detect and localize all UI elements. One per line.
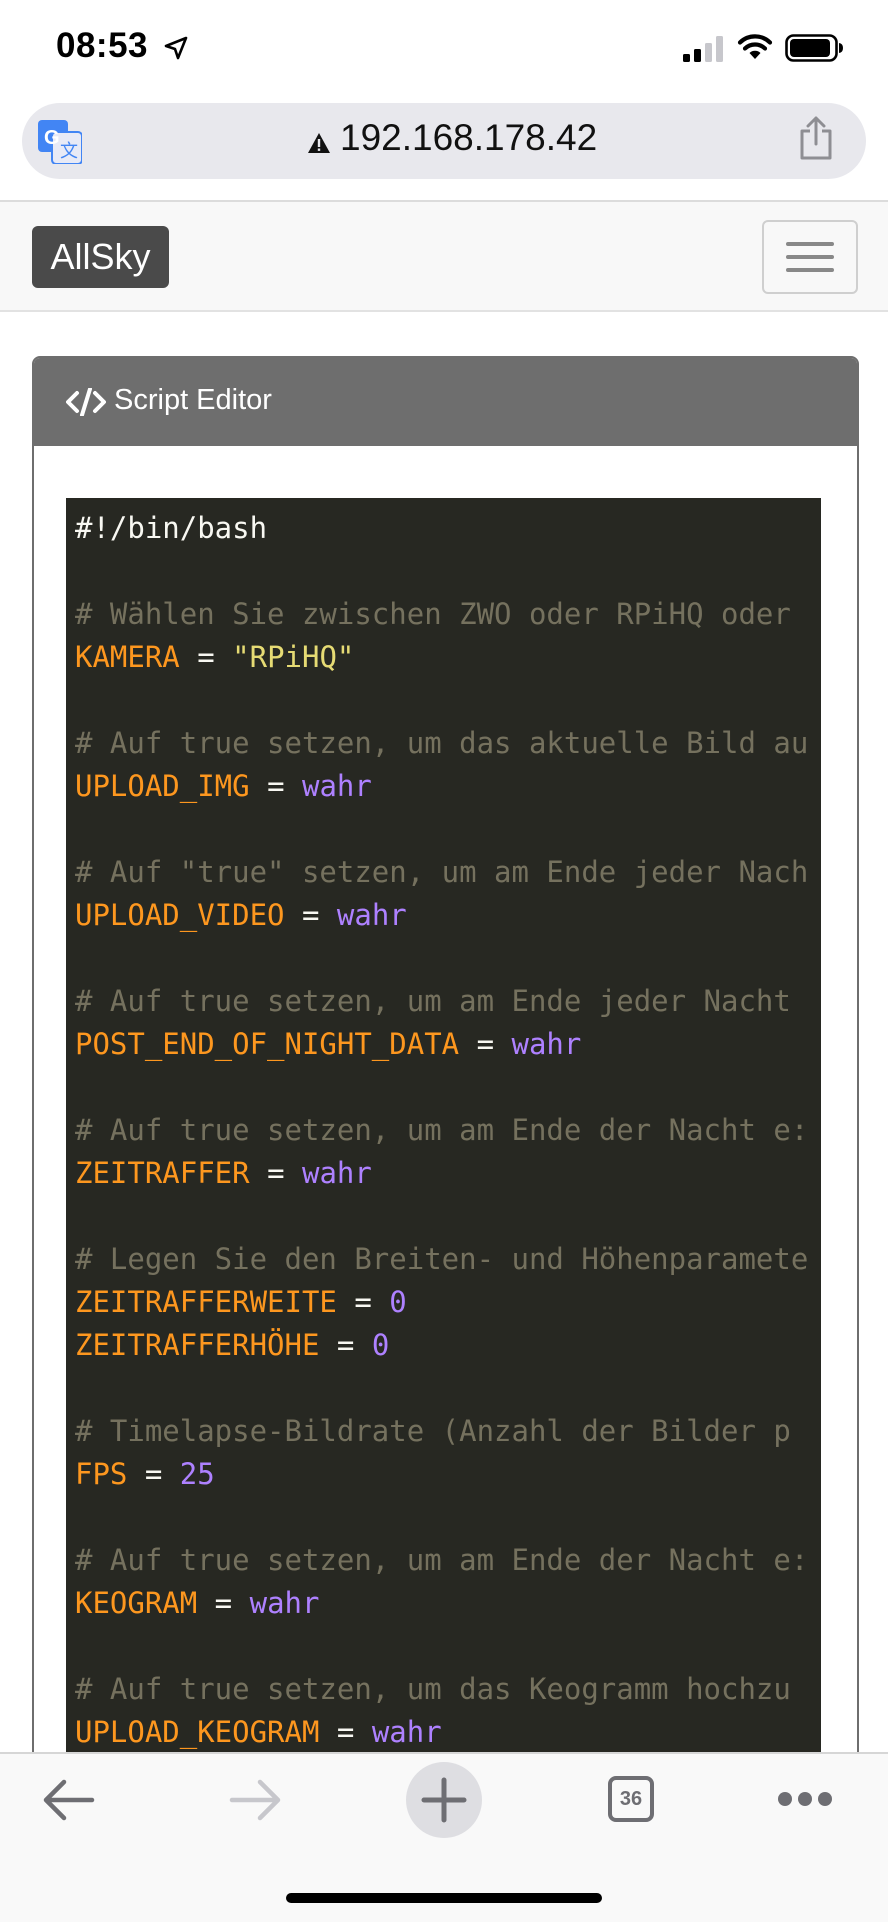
code-token-comment: # Auf true setzen, um am Ende der Nacht …: [75, 1113, 809, 1147]
code-line: # Auf true setzen, um am Ende der Nacht …: [75, 1543, 808, 1577]
code-token-const: 25: [179, 1457, 215, 1491]
card-header: Script Editor: [34, 358, 857, 446]
code-icon: [66, 388, 106, 416]
code-token-plain: #!/bin/bash: [75, 511, 268, 545]
code-line: # Wählen Sie zwischen ZWO oder RPiHQ ode…: [75, 597, 791, 631]
code-token-op: =: [127, 1457, 180, 1491]
status-bar: 08:53: [0, 0, 888, 98]
code-token-var: ZEITRAFFER: [75, 1156, 250, 1190]
code-token-comment: # Auf true setzen, um am Ende jeder Nach…: [75, 984, 791, 1018]
code-line: # Legen Sie den Breiten- und Höhenparame…: [75, 1242, 808, 1276]
code-token-const: wahr: [302, 1156, 372, 1190]
signal-icon: [683, 36, 723, 62]
code-line: UPLOAD_KEOGRAM = wahr: [75, 1715, 442, 1749]
code-line: # Timelapse-Bildrate (Anzahl der Bilder …: [75, 1414, 791, 1448]
svg-text:文: 文: [60, 141, 78, 162]
translate-icon[interactable]: G 文: [38, 120, 82, 164]
code-line: # Auf "true" setzen, um am Ende jeder Na…: [75, 855, 808, 889]
code-token-var: ZEITRAFFERHÖHE: [75, 1328, 320, 1362]
code-token-op: =: [197, 1586, 250, 1620]
more-icon[interactable]: [776, 1790, 834, 1808]
hamburger-bar: [786, 255, 834, 259]
code-token-op: =: [319, 1715, 372, 1749]
code-token-var: UPLOAD_VIDEO: [75, 898, 285, 932]
code-token-op: =: [179, 640, 233, 674]
code-line: # Auf true setzen, um am Ende der Nacht …: [75, 1113, 808, 1147]
plus-icon: [421, 1777, 467, 1823]
code-token-str: "RPiHQ": [232, 640, 355, 674]
menu-toggle-button[interactable]: [762, 220, 858, 294]
code-token-comment: # Legen Sie den Breiten- und Höhenparame…: [75, 1242, 809, 1276]
code-editor[interactable]: #!/bin/bash # Wählen Sie zwischen ZWO ode…: [66, 498, 821, 1758]
code-line: ZEITRAFFERHÖHE = 0: [75, 1328, 389, 1362]
forward-arrow-icon[interactable]: [228, 1778, 284, 1822]
code-line: POST_END_OF_NIGHT_DATA = wahr: [75, 1027, 581, 1061]
code-line: # Auf true setzen, um das aktuelle Bild …: [75, 726, 808, 760]
code-line: UPLOAD_VIDEO = wahr: [75, 898, 407, 932]
code-line: FPS = 25: [75, 1457, 215, 1491]
svg-text:G: G: [44, 127, 60, 149]
code-token-comment: # Auf true setzen, um das aktuelle Bild …: [75, 726, 809, 760]
code-line: #!/bin/bash: [75, 511, 267, 545]
code-line: # Auf true setzen, um das Keogramm hochz…: [75, 1672, 791, 1706]
wifi-icon: [737, 34, 773, 59]
code-token-const: wahr: [249, 1586, 320, 1620]
battery-icon: [785, 34, 843, 62]
code-token-const: wahr: [302, 769, 372, 803]
code-token-comment: # Wählen Sie zwischen ZWO oder RPiHQ ode…: [75, 597, 791, 631]
code-token-const: wahr: [511, 1027, 582, 1061]
warning-icon: [308, 133, 330, 153]
code-token-op: =: [249, 769, 302, 803]
code-line: KEOGRAM = wahr: [75, 1586, 319, 1620]
share-icon[interactable]: [798, 116, 834, 160]
code-token-var: UPLOAD_IMG: [75, 769, 250, 803]
code-token-comment: # Auf true setzen, um das Keogramm hochz…: [75, 1672, 791, 1706]
code-token-comment: # Auf "true" setzen, um am Ende jeder Na…: [75, 855, 809, 889]
code-token-const: 0: [389, 1285, 407, 1319]
url-text[interactable]: 192.168.178.42: [340, 117, 598, 158]
code-line: ZEITRAFFER = wahr: [75, 1156, 372, 1190]
code-token-var: KEOGRAM: [75, 1586, 198, 1620]
code-line: UPLOAD_IMG = wahr: [75, 769, 372, 803]
code-token-op: =: [284, 898, 337, 932]
code-token-op: =: [319, 1328, 372, 1362]
code-token-const: wahr: [336, 898, 407, 932]
code-line: KAMERA = "RPiHQ": [75, 640, 354, 674]
browser-divider: [0, 200, 888, 202]
hamburger-bar: [786, 242, 834, 246]
code-token-op: =: [249, 1156, 302, 1190]
code-token-var: UPLOAD_KEOGRAM: [75, 1715, 320, 1749]
code-token-const: 0: [371, 1328, 390, 1362]
code-token-var: KAMERA: [75, 640, 180, 674]
tabs-icon[interactable]: 36: [608, 1776, 654, 1822]
address-bar[interactable]: [22, 103, 866, 179]
location-arrow-icon: [164, 36, 188, 60]
code-token-comment: # Auf true setzen, um am Ende der Nacht …: [75, 1543, 809, 1577]
brand-link[interactable]: AllSky: [32, 226, 169, 288]
hamburger-bar: [786, 268, 834, 272]
code-token-var: POST_END_OF_NIGHT_DATA: [75, 1027, 460, 1061]
code-token-op: =: [336, 1285, 390, 1319]
card-title: Script Editor: [114, 384, 272, 416]
code-token-op: =: [459, 1027, 512, 1061]
code-token-var: ZEITRAFFERWEITE: [75, 1285, 337, 1319]
code-line: # Auf true setzen, um am Ende jeder Nach…: [75, 984, 791, 1018]
code-token-var: FPS: [75, 1457, 128, 1491]
status-time: 08:53: [56, 26, 149, 65]
code-token-comment: # Timelapse-Bildrate (Anzahl der Bilder …: [75, 1414, 791, 1448]
back-arrow-icon[interactable]: [40, 1778, 96, 1822]
home-indicator: [286, 1893, 602, 1903]
code-token-const: wahr: [371, 1715, 442, 1749]
code-line: ZEITRAFFERWEITE = 0: [75, 1285, 407, 1319]
